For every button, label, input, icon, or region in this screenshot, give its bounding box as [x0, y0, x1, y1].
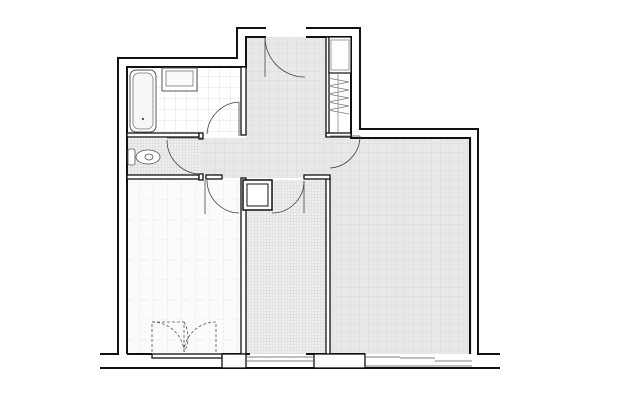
door-swings: [166, 36, 361, 214]
corridor-floor: [200, 138, 330, 178]
balcony-door: [151, 321, 217, 353]
living-room-floor: [330, 138, 472, 354]
toilet: [127, 148, 161, 166]
exterior-walls: [100, 27, 500, 369]
interior-walls: [126, 36, 366, 369]
wardrobe: [327, 36, 352, 133]
windows: [246, 356, 472, 367]
entrance-door-icon: [264, 36, 306, 78]
